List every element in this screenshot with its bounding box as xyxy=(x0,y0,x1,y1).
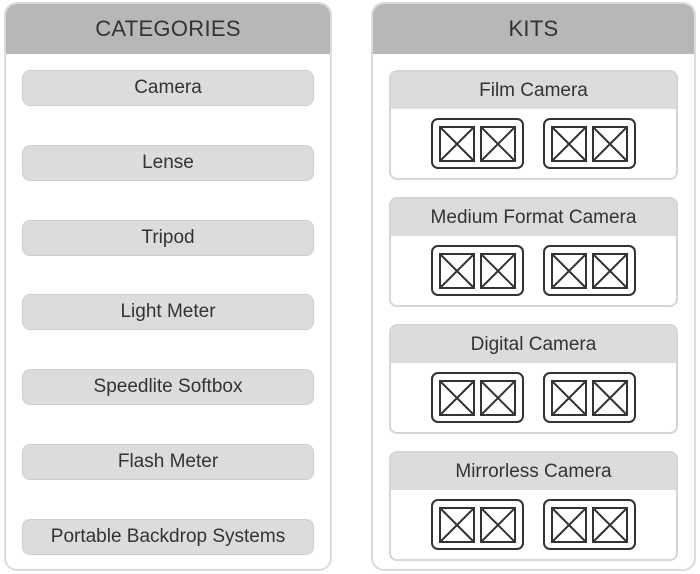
kit-title: Mirrorless Camera xyxy=(391,453,676,490)
kit-image-group[interactable] xyxy=(543,118,636,169)
image-placeholder-icon xyxy=(480,379,516,416)
kit-title: Medium Format Camera xyxy=(391,199,676,236)
kits-header: KITS xyxy=(373,4,694,54)
kit-image-group[interactable] xyxy=(431,372,524,423)
image-placeholder-icon xyxy=(551,506,587,543)
image-placeholder-icon xyxy=(592,125,628,162)
image-placeholder-icon xyxy=(592,379,628,416)
image-placeholder-icon xyxy=(439,252,475,289)
kit-card-digital-camera: Digital Camera xyxy=(389,324,678,434)
image-placeholder-icon xyxy=(592,506,628,543)
image-placeholder-icon xyxy=(551,252,587,289)
category-button-light-meter[interactable]: Light Meter xyxy=(22,294,314,331)
kits-panel: KITS Film Camera Medium Format Camera xyxy=(371,2,696,571)
image-placeholder-icon xyxy=(480,252,516,289)
image-placeholder-icon xyxy=(592,252,628,289)
category-button-speedlite-softbox[interactable]: Speedlite Softbox xyxy=(22,369,314,406)
category-button-flash-meter[interactable]: Flash Meter xyxy=(22,443,314,480)
categories-list: Camera Lense Tripod Light Meter Speedlit… xyxy=(22,70,314,569)
image-placeholder-icon xyxy=(480,125,516,162)
kit-card-medium-format-camera: Medium Format Camera xyxy=(389,197,678,307)
kit-image-group[interactable] xyxy=(543,499,636,550)
kits-list: Film Camera Medium Format Camera xyxy=(389,70,678,569)
kit-images xyxy=(391,490,676,559)
image-placeholder-icon xyxy=(551,379,587,416)
kit-title: Film Camera xyxy=(391,72,676,109)
kit-card-mirrorless-camera: Mirrorless Camera xyxy=(389,451,678,561)
category-button-portable-backdrop-systems[interactable]: Portable Backdrop Systems xyxy=(22,518,314,555)
image-placeholder-icon xyxy=(480,506,516,543)
image-placeholder-icon xyxy=(439,506,475,543)
kit-image-group[interactable] xyxy=(431,499,524,550)
categories-header: CATEGORIES xyxy=(6,4,330,54)
kit-image-group[interactable] xyxy=(431,245,524,296)
categories-panel: CATEGORIES Camera Lense Tripod Light Met… xyxy=(4,2,332,571)
category-button-camera[interactable]: Camera xyxy=(22,70,314,106)
kit-card-film-camera: Film Camera xyxy=(389,70,678,180)
category-button-lense[interactable]: Lense xyxy=(22,144,314,181)
category-button-tripod[interactable]: Tripod xyxy=(22,219,314,256)
kit-title: Digital Camera xyxy=(391,326,676,363)
kit-images xyxy=(391,236,676,305)
image-placeholder-icon xyxy=(439,379,475,416)
image-placeholder-icon xyxy=(551,125,587,162)
kit-images xyxy=(391,363,676,432)
image-placeholder-icon xyxy=(439,125,475,162)
kit-images xyxy=(391,109,676,178)
kit-image-group[interactable] xyxy=(543,372,636,423)
kit-image-group[interactable] xyxy=(431,118,524,169)
kit-image-group[interactable] xyxy=(543,245,636,296)
